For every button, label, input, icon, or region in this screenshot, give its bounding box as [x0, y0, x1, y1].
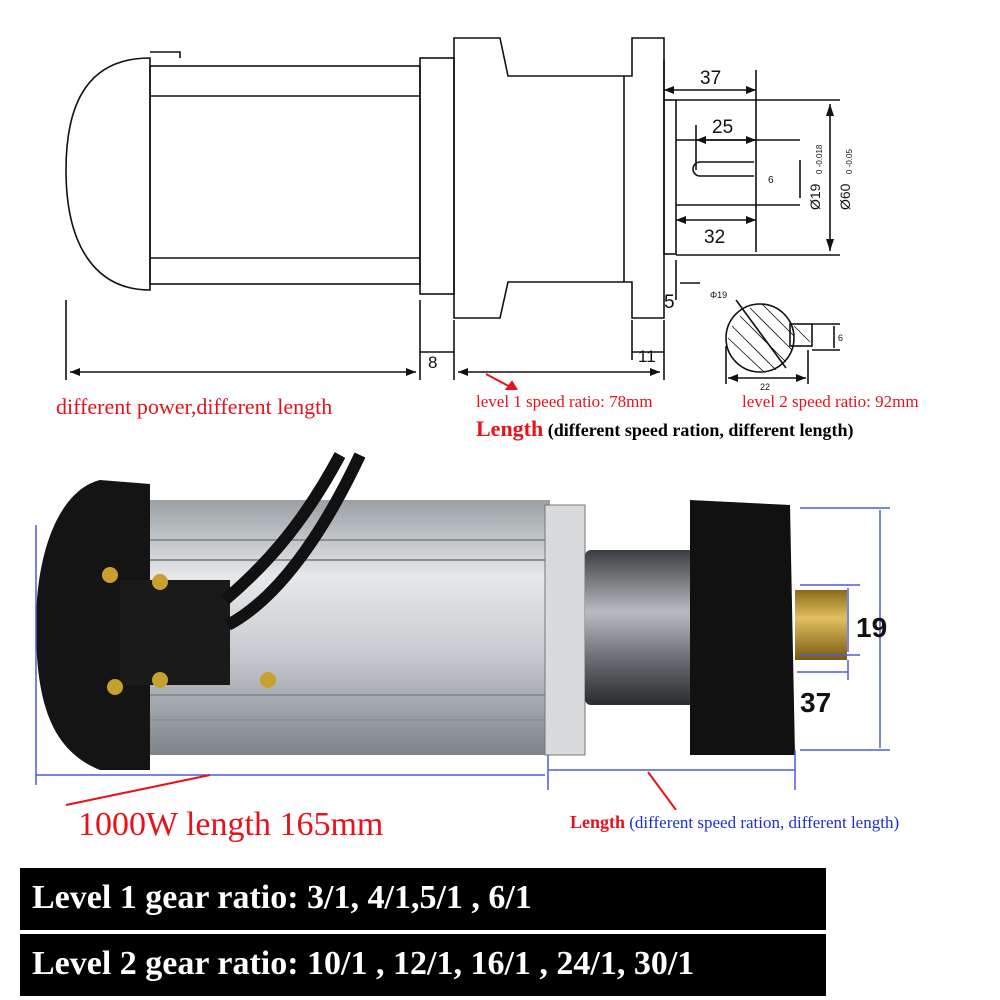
photo-length-label: Length: [570, 812, 626, 832]
photo-dim-19: 19: [856, 612, 887, 643]
technical-drawing: 37 25 32 5 8 11 6 Ø19 0 -0.018 Ø60 0 -0.…: [65, 37, 854, 390]
length-note: (different speed ration, different lengt…: [547, 420, 854, 440]
dim-37: 37: [700, 68, 721, 89]
terminal-box: [120, 580, 230, 685]
output-shaft: [795, 590, 847, 660]
dim-d19-tol: 0 -0.018: [815, 144, 824, 174]
terminal-screws: [102, 567, 276, 695]
photo-length-text: (different speed ration, different lengt…: [629, 813, 900, 832]
dim-d60-tol: 0 -0.05: [845, 149, 854, 174]
red-arrow-icon: [647, 771, 677, 810]
dim-8: 8: [428, 353, 437, 372]
dim-32: 32: [704, 227, 725, 248]
level2-length-caption: level 2 speed ratio: 92mm: [742, 392, 919, 411]
level2-gear-ratio-banner: Level 2 gear ratio: 10/1 , 12/1, 16/1 , …: [20, 934, 826, 996]
motor-power-caption: 1000W length 165mm: [78, 806, 384, 843]
dim-phi19: Φ19: [710, 290, 727, 300]
dim-key-6: 6: [768, 175, 774, 186]
dim-25: 25: [712, 117, 733, 138]
dim-5: 5: [664, 292, 675, 313]
motor-body-outline: [149, 65, 421, 285]
end-cap-outline: [65, 57, 151, 291]
motor-photo: 19 37: [35, 452, 890, 810]
dim-d60: Ø60: [837, 183, 853, 210]
dim-d19: Ø19: [807, 183, 823, 210]
red-arrow-icon: [65, 774, 211, 806]
dim-11: 11: [638, 347, 656, 366]
photo-length-note: Length (different speed ration, differen…: [570, 812, 899, 833]
length-label: Length: [476, 416, 544, 441]
power-cable: [221, 452, 346, 605]
gearbox-body: [585, 550, 695, 705]
output-flange: [690, 500, 795, 755]
shaft-section-circle: [725, 303, 795, 373]
level1-length-caption: level 1 speed ratio: 78mm: [476, 392, 653, 411]
motor-end-cap: [36, 480, 150, 770]
dim-section-6: 6: [838, 333, 843, 343]
motor-length-caption: different power,different length: [56, 394, 333, 419]
dim-22: 22: [760, 382, 770, 390]
level1-gear-ratio-banner: Level 1 gear ratio: 3/1, 4/1,5/1 , 6/1: [20, 868, 826, 930]
gearbox-length-note: Length (different speed ration, differen…: [476, 416, 854, 442]
adapter-flange: [544, 504, 586, 756]
photo-dim-37: 37: [800, 687, 831, 718]
gearbox-outline: [453, 37, 665, 319]
